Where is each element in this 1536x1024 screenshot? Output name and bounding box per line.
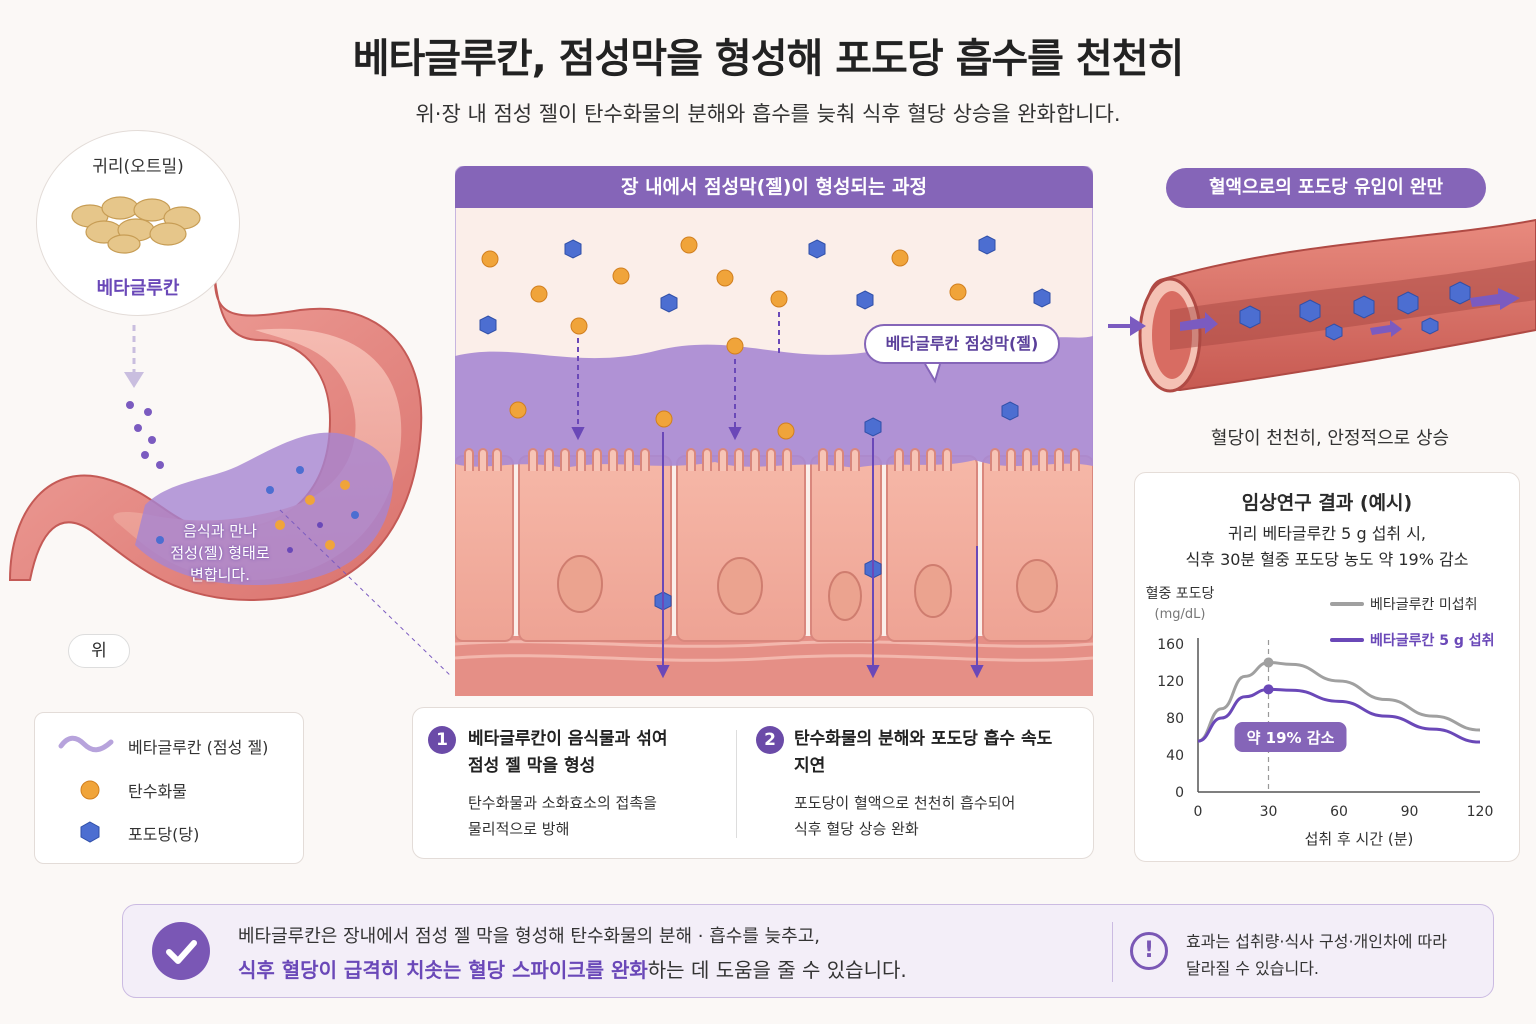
x-tick-label: 0 xyxy=(1194,804,1203,820)
microvilli xyxy=(464,448,1080,471)
legend-label-carb: 탄수화물 xyxy=(128,782,187,801)
summary-divider xyxy=(1112,922,1113,982)
x-tick-label: 90 xyxy=(1401,804,1419,820)
zoom-line xyxy=(279,509,450,676)
summary-line-2: 식후 혈당이 급격히 치솟는 혈당 스파이크를 완화하는 데 도움을 줄 수 있… xyxy=(238,954,907,983)
legend-label-1: 베타글루칸 미섭취 xyxy=(1370,597,1478,613)
summary-line-1: 베타글루칸은 장내에서 점성 젤 막을 형성해 탄수화물의 분해 · 흡수를 늦… xyxy=(238,926,821,947)
steps-divider xyxy=(736,730,737,838)
carb-particles xyxy=(481,236,967,440)
disclaimer-line-1: 효과는 섭취량·식사 구성·개인차에 따라 xyxy=(1186,932,1447,951)
oat-flakes-icon xyxy=(71,196,201,254)
legend-label-2: 베타글루칸 5 g 섭취 xyxy=(1370,632,1495,649)
step-1-body-1: 탄수화물과 소화효소의 접촉을 xyxy=(468,794,657,812)
oat-beta-label: 베타글루칸 xyxy=(96,278,180,299)
series-marker-1 xyxy=(1263,657,1274,668)
step-2-title-1: 탄수화물의 분해와 포도당 흡수 속도 xyxy=(794,729,1053,749)
series-line-1 xyxy=(1197,660,1481,743)
y-tick-label: 40 xyxy=(1166,748,1184,764)
series-line-2 xyxy=(1197,687,1481,744)
series-marker-2 xyxy=(1263,684,1274,695)
chart-subtitle-1: 귀리 베타글루칸 5 g 섭취 시, xyxy=(1227,524,1427,543)
nuclei xyxy=(557,555,1058,621)
stomach-label: 위 xyxy=(68,634,130,668)
legend-label-glucose: 포도당(당) xyxy=(128,825,200,844)
x-tick-label: 60 xyxy=(1330,804,1348,820)
summary-highlight: 식후 혈당이 급격히 치솟는 혈당 스파이크를 완화 xyxy=(238,958,648,982)
chart-title: 임상연구 결과 (예시) xyxy=(1241,492,1413,514)
y-tick-label: 120 xyxy=(1157,674,1184,690)
y-tick-label: 0 xyxy=(1175,785,1184,801)
absorption-arrows xyxy=(571,312,984,679)
vessel-arrows xyxy=(1180,288,1520,337)
panel-header: 장 내에서 점성막(젤)이 형성되는 과정 xyxy=(455,166,1093,208)
y-tick-label: 80 xyxy=(1166,711,1184,727)
exclamation-icon: ! xyxy=(1130,932,1168,970)
check-icon xyxy=(152,922,210,980)
orange-dot-icon xyxy=(80,780,100,800)
into-vessel-arrow xyxy=(1108,316,1146,336)
step-2: 탄수화물의 분해와 포도당 흡수 속도 지연 포도당이 혈액으로 천천히 흡수되… xyxy=(794,726,1052,842)
step-1-number: 1 xyxy=(428,726,456,754)
y-axis-unit: (mg/dL) xyxy=(1155,607,1206,622)
summary-line-2-rest: 하는 데 도움을 줄 수 있습니다. xyxy=(647,958,907,982)
glucose-particles xyxy=(479,235,1051,611)
step-1-body-2: 물리적으로 방해 xyxy=(468,820,570,838)
oat-label: 귀리(오트밀) xyxy=(92,157,184,177)
step-2-title-2: 지연 xyxy=(794,756,826,776)
wave-icon xyxy=(58,735,114,753)
page-subtitle: 위·장 내 점성 젤이 탄수화물의 분해와 흡수를 늦춰 식후 혈당 상승을 완… xyxy=(415,102,1121,126)
blood-vessel-illustration xyxy=(1108,218,1536,393)
gel-callout: 베타글루칸 점성막(젤) xyxy=(864,324,1060,364)
disclaimer-line-2: 달라질 수 있습니다. xyxy=(1186,959,1320,978)
step-1-title-1: 베타글루칸이 음식물과 섞여 xyxy=(468,729,668,749)
step-2-number: 2 xyxy=(756,726,784,754)
y-axis-label: 혈중 포도당 xyxy=(1146,586,1215,602)
falling-dots xyxy=(126,401,164,469)
chart-subtitle-2: 식후 30분 혈중 포도당 농도 약 19% 감소 xyxy=(1185,550,1469,569)
step-1: 베타글루칸이 음식물과 섞여 점성 젤 막을 형성 탄수화물과 소화효소의 접촉… xyxy=(468,726,668,842)
reduction-label: 약 19% 감소 xyxy=(1247,729,1335,747)
callout-pointer xyxy=(924,363,941,384)
vessel-glucose xyxy=(1239,281,1471,341)
epithelial-cells xyxy=(455,455,1093,642)
blue-hexagon-icon xyxy=(80,821,100,843)
stomach-particles xyxy=(156,466,359,553)
summary-box xyxy=(122,904,1494,998)
x-axis-label: 섭취 후 시간 (분) xyxy=(1305,830,1414,848)
blood-caption: 혈당이 천천히, 안정적으로 상승 xyxy=(1210,428,1450,449)
x-tick-label: 120 xyxy=(1467,804,1494,820)
glucose-chart: 혈중 포도당 (mg/dL) 0 40 80 120 160 0 30 60 90 120 섭취 후 시… xyxy=(1146,586,1495,848)
legend-label-beta: 베타글루칸 (점성 젤) xyxy=(128,738,269,757)
x-tick-label: 30 xyxy=(1260,804,1278,820)
stomach-gel-text: 음식과 만나 점성(젤) 형태로 변합니다. xyxy=(170,522,270,584)
step-1-title-2: 점성 젤 막을 형성 xyxy=(468,756,596,776)
y-tick-label: 160 xyxy=(1157,637,1184,653)
step-2-body-1: 포도당이 혈액으로 천천히 흡수되어 xyxy=(794,794,1016,812)
steps-box xyxy=(412,707,1094,859)
intestine-panel xyxy=(455,166,1093,696)
disclaimer: 효과는 섭취량·식사 구성·개인차에 따라 달라질 수 있습니다. xyxy=(1186,928,1486,982)
stomach-illustration xyxy=(8,280,450,676)
reduction-badge xyxy=(1234,722,1347,752)
page-title: 베타글루칸, 점성막을 형성해 포도당 흡수를 천천히 xyxy=(352,36,1185,82)
step-2-body-2: 식후 혈당 상승 완화 xyxy=(794,820,919,838)
blood-header: 혈액으로의 포도당 유입이 완만 xyxy=(1166,168,1486,208)
